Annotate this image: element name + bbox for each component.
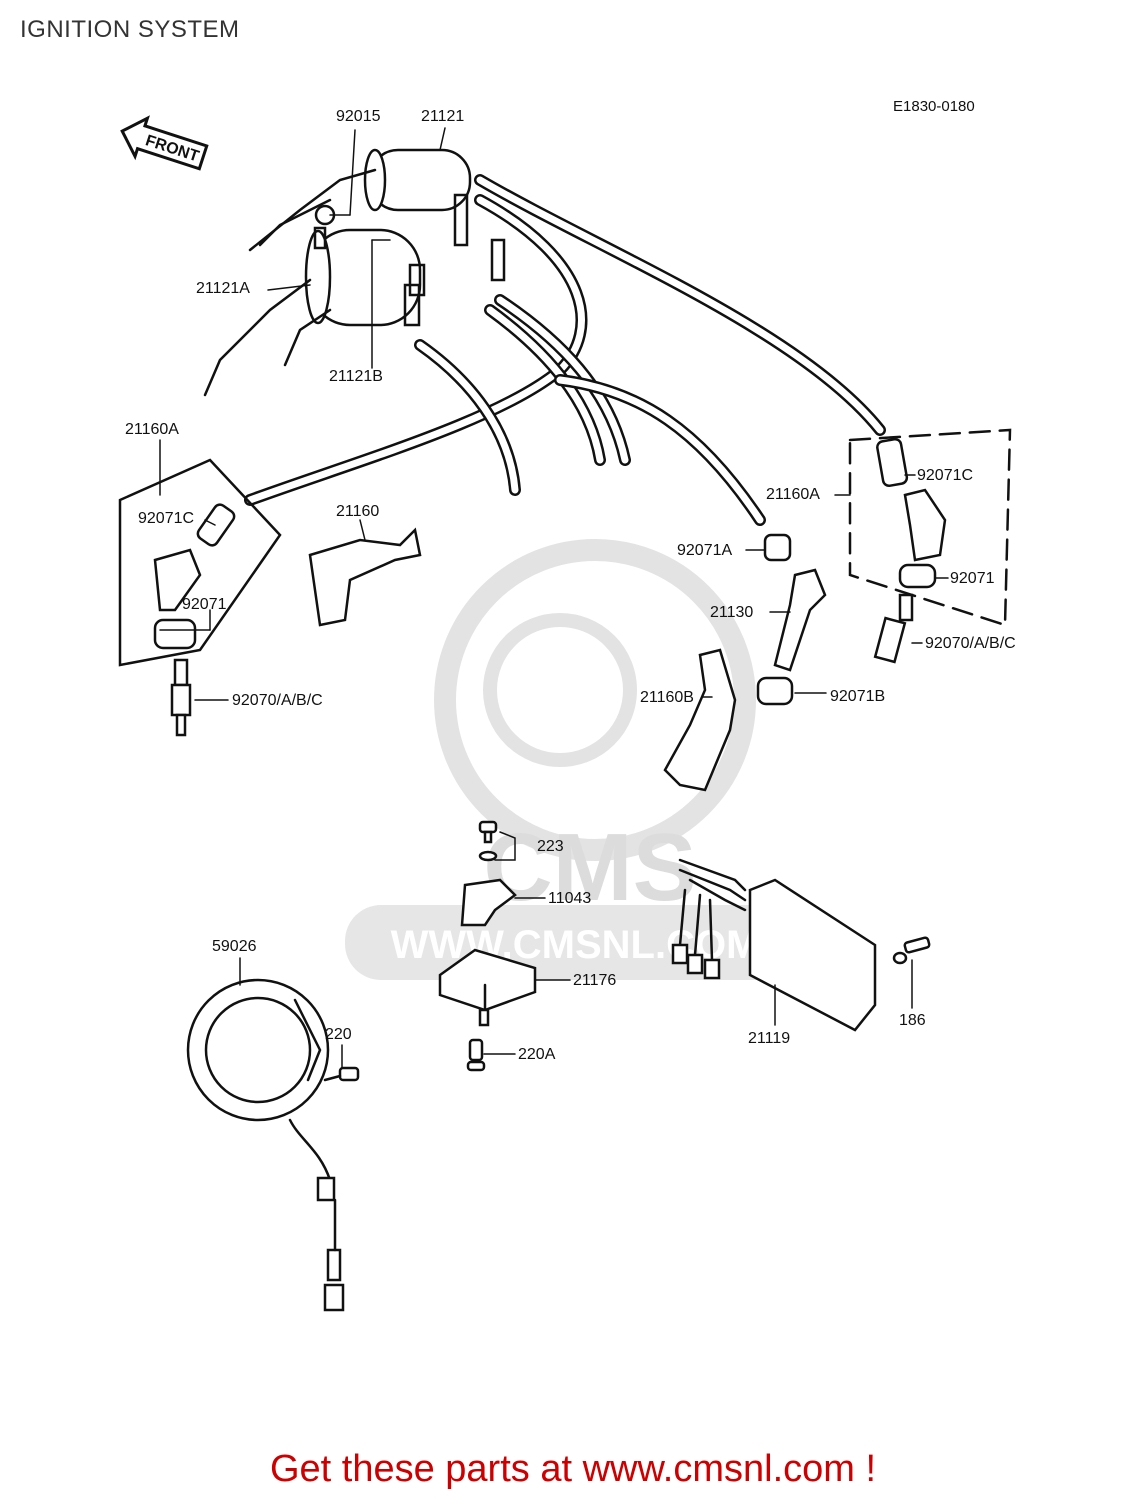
callout-92070-right: 92070/A/B/C [925, 635, 1016, 652]
pulser-plate-59026 [186, 978, 345, 1312]
callout-223: 223 [537, 838, 564, 855]
callout-220A: 220A [518, 1046, 556, 1063]
screw-186 [892, 936, 931, 965]
callout-92070-left: 92070/A/B/C [232, 692, 323, 709]
watermark-cms: CMS [483, 814, 696, 921]
plug-cap-92071C-left [196, 503, 236, 547]
callout-21160A-right: 21160A [766, 486, 820, 503]
bracket-11043 [460, 878, 517, 927]
callout-21121A: 21121A [196, 280, 250, 297]
plug-cap-group-right [848, 428, 1012, 627]
callout-220: 220 [325, 1026, 352, 1043]
callout-21176: 21176 [573, 972, 617, 989]
front-arrow-icon: FRONT [120, 115, 209, 171]
leader-lines [159, 127, 949, 1069]
footer-shop-link[interactable]: Get these parts at www.cmsnl.com ! [269, 1448, 877, 1490]
parts-diagram: CMS WWW.CMSNL.COM FRONT [118, 115, 1012, 1312]
igniter-unit-21119 [671, 858, 877, 1032]
callout-92071C-left: 92071C [138, 510, 195, 527]
ignition-coil-21121A [304, 228, 422, 327]
callout-92071A: 92071A [677, 542, 733, 559]
callout-21121: 21121 [421, 108, 465, 125]
callout-11043: 11043 [548, 890, 592, 907]
callout-59026: 59026 [212, 938, 257, 955]
callout-92071-left: 92071 [182, 596, 227, 613]
ht-lead-long-right [474, 174, 886, 436]
pickup-coil-unit-21176 [438, 948, 537, 1027]
plug-cap-92071A [763, 533, 792, 562]
diagram-reference-code: E1830-0180 [893, 98, 975, 115]
cap-seal-92071B [756, 676, 794, 706]
callout-21160B: 21160B [640, 689, 694, 706]
screw-223 [478, 820, 498, 862]
screw-220 [323, 1066, 360, 1082]
ignition-coil-21121 [363, 148, 472, 212]
page-title: IGNITION SYSTEM [20, 16, 240, 43]
callout-186: 186 [899, 1012, 926, 1029]
callout-21160A-left: 21160A [125, 421, 179, 438]
callout-21119: 21119 [748, 1030, 791, 1047]
callout-21160: 21160 [336, 503, 380, 520]
callout-92015: 92015 [336, 108, 381, 125]
screw-220A [466, 1038, 486, 1072]
callout-21130: 21130 [710, 604, 754, 621]
plug-cap-92071-left [153, 548, 202, 612]
callout-92071B: 92071B [830, 688, 886, 705]
spark-plug-right [873, 593, 914, 664]
coil-terminals [313, 193, 506, 327]
plug-cap-92071-right-body [903, 488, 947, 562]
plug-cap-21160B [663, 648, 737, 792]
ht-lead-to-21130 [554, 374, 766, 526]
spark-plug-left [170, 658, 192, 737]
footer-link-container: Get these parts at www.cmsnl.com ! [0, 1448, 1146, 1491]
callout-92071C-right: 92071C [917, 467, 974, 484]
callout-92071-right: 92071 [950, 570, 995, 587]
plug-cap-group-left [118, 458, 282, 667]
callout-21121B: 21121B [329, 368, 383, 385]
plug-cap-21160 [308, 527, 422, 627]
plug-cap-21130 [773, 568, 827, 672]
plug-cap-92071C-right [876, 437, 909, 488]
